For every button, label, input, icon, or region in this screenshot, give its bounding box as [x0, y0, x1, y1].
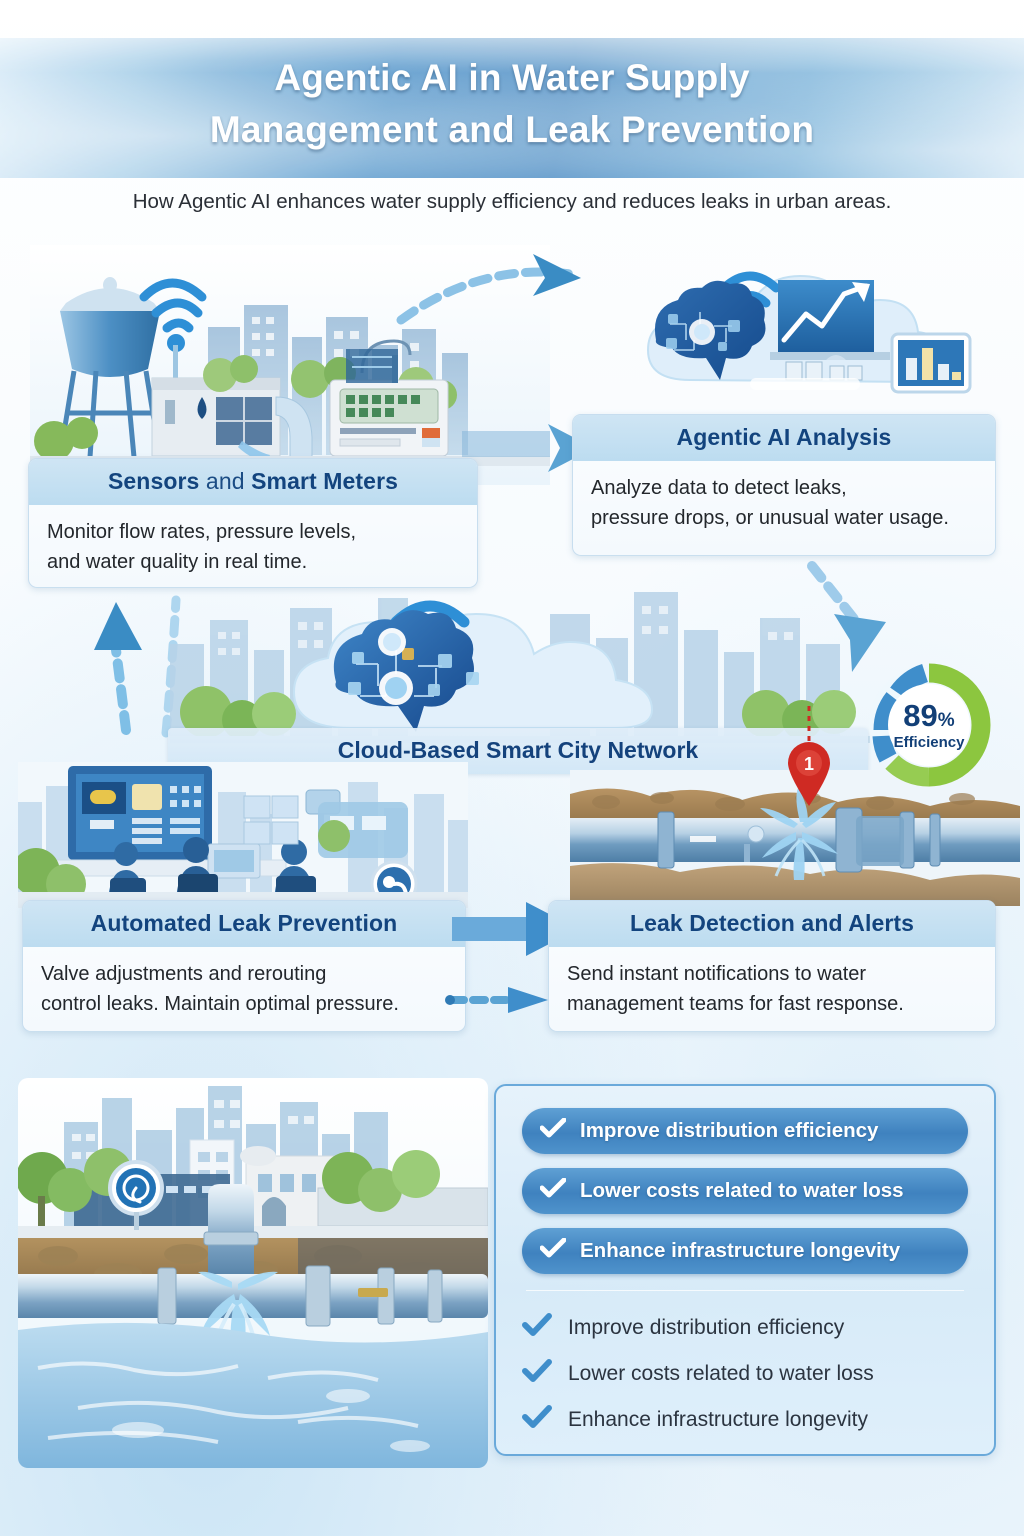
benefit-list-label: Lower costs related to water loss [568, 1362, 874, 1385]
control-monitor [68, 766, 212, 860]
check-icon [539, 1237, 567, 1265]
card-sensors-body: Monitor flow rates, pressure levels, and… [29, 505, 477, 587]
benefit-pill-label: Improve distribution efficiency [580, 1119, 879, 1142]
bar-chart-tablet-icon [890, 332, 972, 394]
card-sensors-title-bold-1: Sensors [107, 468, 200, 494]
arrow-analysis-to-network [807, 561, 886, 672]
brain-icon [654, 280, 766, 380]
check-icon [522, 1359, 552, 1389]
check-icon [522, 1405, 552, 1435]
card-sensors-title-conjunction: and [199, 468, 252, 494]
benefit-list-label: Enhance infrastructure longevity [568, 1408, 868, 1431]
benefit-list-item[interactable]: Lower costs related to water loss [522, 1351, 968, 1397]
water-pipe [208, 1184, 254, 1274]
card-detection-body-line-2: management teams for fast response. [567, 993, 904, 1015]
card-analysis-body: Analyze data to detect leaks, pressure d… [573, 461, 995, 547]
wifi-icon [139, 278, 207, 333]
card-sensors[interactable]: Sensors and Smart Meters Monitor flow ra… [28, 458, 478, 588]
infrastructure-illustration [18, 1078, 488, 1468]
smart-city-network-illustration [170, 578, 870, 743]
benefit-pill[interactable]: Lower costs related to water loss [522, 1168, 968, 1214]
leak-marker-leader-line [807, 706, 811, 750]
leak-spray [760, 788, 838, 880]
foliage [18, 1148, 440, 1228]
card-analysis-body-line-1: Analyze data to detect leaks, [591, 477, 847, 499]
benefits-panel: Improve distribution efficiency Lower co… [494, 1084, 996, 1456]
card-detection-body-line-1: Send instant notifications to water [567, 963, 867, 985]
page-subtitle: How Agentic AI enhances water supply eff… [132, 190, 892, 213]
ai-analysis-illustration [630, 262, 1020, 432]
benefits-divider [526, 1290, 964, 1291]
card-prevention-title: Automated Leak Prevention [23, 901, 465, 947]
card-detection-body: Send instant notifications to water mana… [549, 947, 995, 1031]
leak-pipe-illustration [570, 770, 1020, 906]
arrow-sensors-to-analysis [396, 254, 581, 325]
card-analysis-title: Agentic AI Analysis [573, 415, 995, 461]
card-sensors-title: Sensors and Smart Meters [29, 459, 477, 505]
benefit-pill[interactable]: Improve distribution efficiency [522, 1108, 968, 1154]
control-room-illustration [18, 762, 468, 908]
arrow-into-analysis-card [548, 424, 594, 472]
gauge-value: 89% [903, 698, 955, 733]
benefit-list-label: Improve distribution efficiency [568, 1316, 845, 1339]
benefit-pill[interactable]: Enhance infrastructure longevity [522, 1228, 968, 1274]
card-detection-title: Leak Detection and Alerts [549, 901, 995, 947]
droplet-icon [197, 397, 207, 419]
card-prevention[interactable]: Automated Leak Prevention Valve adjustme… [22, 900, 466, 1032]
card-sensors-body-line-1: Monitor flow rates, pressure levels, [47, 521, 357, 543]
brain-icon [333, 610, 479, 732]
brass-fitting [358, 1288, 388, 1297]
card-analysis-body-line-2: pressure drops, or unusual water usage. [591, 507, 949, 529]
efficiency-gauge: 89% Efficiency [866, 662, 992, 788]
title-line-1: Agentic AI in Water Supply [274, 57, 750, 98]
sensors-illustration [30, 245, 550, 485]
card-prevention-body-line-1: Valve adjustments and rerouting [41, 963, 327, 985]
leak-marker-number: 1 [804, 754, 814, 774]
leak-marker[interactable]: 1 [786, 740, 832, 806]
benefit-pill-label: Lower costs related to water loss [580, 1179, 904, 1202]
wifi-dot-icon [167, 334, 185, 352]
wall-screens [243, 795, 299, 845]
check-icon [539, 1177, 567, 1205]
card-prevention-body: Valve adjustments and rerouting control … [23, 947, 465, 1031]
gauge-caption: Efficiency [893, 734, 965, 751]
benefit-pill-label: Enhance infrastructure longevity [580, 1239, 901, 1262]
check-icon [539, 1117, 567, 1145]
card-analysis[interactable]: Agentic AI Analysis Analyze data to dete… [572, 414, 996, 556]
arrow-prevention-to-detection-small [445, 987, 548, 1013]
card-detection[interactable]: Leak Detection and Alerts Send instant n… [548, 900, 996, 1032]
page-title: Agentic AI in Water Supply Management an… [0, 52, 1024, 156]
benefit-list-item[interactable]: Improve distribution efficiency [522, 1305, 968, 1351]
benefit-list-item[interactable]: Enhance infrastructure longevity [522, 1397, 968, 1443]
card-sensors-title-bold-2: Smart Meters [251, 468, 399, 494]
check-icon [522, 1313, 552, 1343]
smart-meter-icon [329, 379, 449, 457]
title-line-2: Management and Leak Prevention [209, 109, 815, 150]
card-prevention-body-line-2: control leaks. Maintain optimal pressure… [41, 993, 399, 1015]
card-sensors-body-line-2: and water quality in real time. [47, 551, 308, 573]
header-band [0, 38, 1024, 178]
chart-panel-icon [770, 280, 890, 381]
